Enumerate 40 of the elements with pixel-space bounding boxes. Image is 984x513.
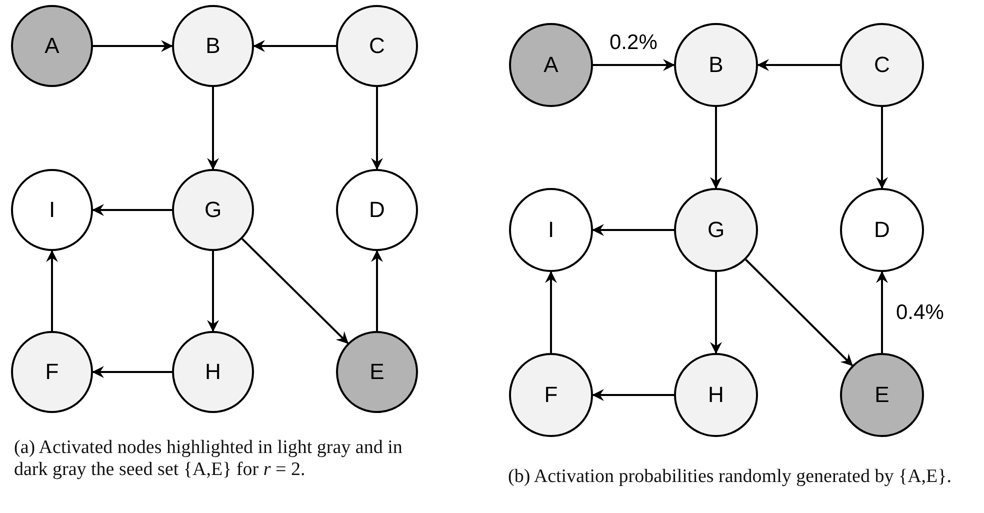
caption: (a) Activated nodes highlighted in light gray and in dark gray the seed set {A,E} for r = 2. [14, 437, 404, 481]
arrow [92, 204, 172, 216]
arrow [757, 59, 840, 71]
arrow [592, 389, 674, 401]
arrow [371, 250, 383, 331]
node-label: H [708, 382, 724, 408]
arrow [207, 251, 219, 332]
node-label: G [707, 217, 725, 243]
arrow [876, 107, 888, 189]
node-label: D [874, 217, 890, 243]
arrow [92, 366, 172, 378]
arrow [93, 40, 173, 52]
arrow [592, 224, 674, 236]
node-label: A [44, 33, 60, 59]
node-label: E [874, 382, 890, 408]
arrow [241, 238, 349, 344]
node-label: B [206, 33, 220, 59]
node-label: I [48, 197, 56, 223]
arrow [745, 258, 853, 366]
node-label: A [544, 52, 558, 78]
arrow [371, 87, 383, 170]
node-label: E [370, 359, 384, 385]
arrow [545, 271, 557, 353]
caption: (b) Activation probabilities randomly generated by {A,E}. [508, 466, 953, 488]
arrow [710, 107, 722, 189]
arrow [593, 59, 675, 71]
node-label: B [708, 52, 724, 78]
node-label: F [45, 359, 59, 385]
node-label: D [369, 197, 385, 223]
arrow [46, 250, 58, 331]
node-label: C [369, 33, 385, 59]
node-label: I [548, 217, 554, 243]
arrow [207, 87, 219, 170]
arrow [253, 40, 336, 52]
node-label: H [205, 359, 221, 385]
arrow [710, 272, 722, 354]
node-label: F [544, 382, 558, 408]
node-label: G [204, 197, 222, 223]
node-label: C [874, 52, 890, 78]
arrow [876, 271, 888, 353]
